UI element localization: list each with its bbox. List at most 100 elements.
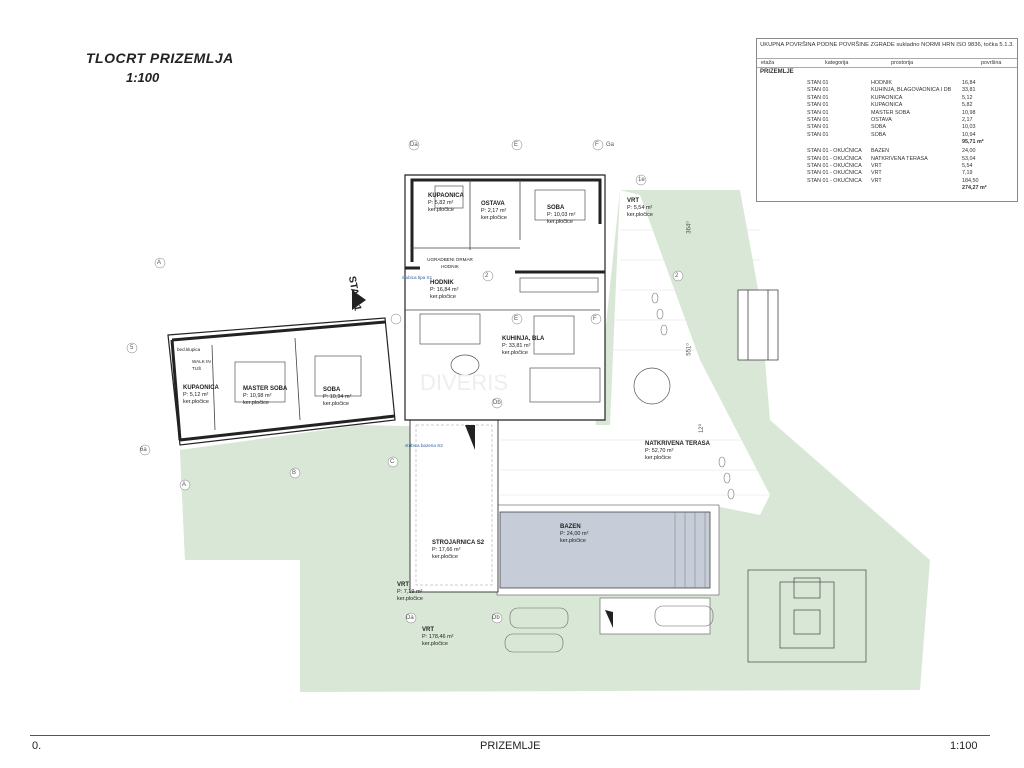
cell-kategorija: STAN 01 xyxy=(807,102,829,109)
cell-kategorija: STAN 01 - OKUĆNICA xyxy=(807,148,862,155)
watermark: DIVERIS xyxy=(420,370,508,395)
area-table-row: STAN 01 MASTER SOBA 10,98 xyxy=(757,110,1017,118)
inner-walls xyxy=(211,180,600,431)
area-subtotal: 95,71 m² xyxy=(962,139,984,146)
axis-label: A xyxy=(182,482,187,488)
cell-prostorija: VRT xyxy=(871,177,882,184)
area-total: 274,27 m² xyxy=(962,185,987,192)
cell-kategorija: STAN 01 xyxy=(807,80,829,86)
drawing-title: TLOCRT PRIZEMLJA xyxy=(86,50,234,66)
dimension: 364⁰ xyxy=(686,221,693,234)
walkin-label: WALK IN TUŠ xyxy=(192,359,211,371)
axis-label: E xyxy=(514,142,519,148)
cell-prostorija: SOBA xyxy=(871,131,886,138)
footer-center: PRIZEMLJE xyxy=(480,740,541,752)
pool xyxy=(499,511,711,589)
col-etaza: etaža xyxy=(761,60,775,66)
axis-label: Da xyxy=(410,142,418,148)
axis-label: B xyxy=(292,470,297,476)
bench-label: bed.klupica xyxy=(177,347,201,352)
wall-lines xyxy=(170,178,605,442)
cell-prostorija: KUPAONICA xyxy=(871,102,903,109)
cell-prostorija: VRT xyxy=(871,170,882,177)
cell-kategorija: STAN 01 - OKUĆNICA xyxy=(807,170,862,177)
cell-povrsina: 10,94 xyxy=(962,131,976,138)
cell-kategorija: STAN 01 - OKUĆNICA xyxy=(807,155,862,162)
pool-stair-label: stubica bazena S2 xyxy=(405,443,443,448)
axis-label: Da xyxy=(406,615,414,621)
cell-prostorija: HODNIK xyxy=(871,80,892,86)
axis-label: 2 xyxy=(675,273,679,279)
axis-label: Db xyxy=(492,615,500,621)
col-prostorija: prostorija xyxy=(891,60,914,66)
area-table-header: etaža kategorija prostorija površina xyxy=(757,58,1017,68)
cell-povrsina: 5,54 xyxy=(962,163,973,169)
cell-povrsina: 33,81 xyxy=(962,87,976,94)
axis-label: F xyxy=(595,142,599,148)
cell-povrsina: 5,12 xyxy=(962,94,973,101)
cell-prostorija: VRT xyxy=(871,163,882,169)
cell-povrsina: 7,19 xyxy=(962,170,973,177)
dimension: 12⁰ xyxy=(699,423,706,434)
cell-povrsina: 16,84 xyxy=(962,80,976,86)
area-table-row: STAN 01 HODNIK 16,84 xyxy=(757,80,1017,88)
cell-prostorija: MASTER SOBA xyxy=(871,109,910,116)
gazebo xyxy=(747,569,867,663)
floor-label: PRIZEMLJE xyxy=(760,69,794,75)
cell-prostorija: KUHINJA, BLAGOVAONICA I DB xyxy=(871,87,952,94)
axis-label: 2 xyxy=(485,273,489,279)
axis-label: 1e xyxy=(638,177,645,183)
grid-bubbles xyxy=(126,139,684,624)
footer-right: 1:100 xyxy=(950,740,978,752)
area-table-row: STAN 01 SOBA 10,03 xyxy=(757,124,1017,132)
cell-kategorija: STAN 01 - OKUĆNICA xyxy=(807,177,862,184)
cell-prostorija: SOBA xyxy=(871,124,886,131)
pool-steps xyxy=(674,512,706,588)
axis-label: 5 xyxy=(130,345,134,351)
cell-kategorija: STAN 01 xyxy=(807,124,829,131)
cell-kategorija: STAN 01 xyxy=(807,131,829,138)
garden-area-left xyxy=(180,426,360,560)
axis-label: 6a xyxy=(140,447,147,453)
cell-kategorija: STAN 01 xyxy=(807,94,829,101)
terrace-deck xyxy=(500,229,770,496)
col-kategorija: kategorija xyxy=(825,60,849,66)
cell-povrsina: 10,03 xyxy=(962,124,976,131)
area-table-row: STAN 01 - OKUĆNICA VRT 7,19 xyxy=(757,170,1017,178)
pergola-right xyxy=(737,289,779,361)
area-table: UKUPNA POVRŠINA PODNE POVRŠINE ZGRADE su… xyxy=(756,38,1018,202)
stair-label: stubica tipa S1 xyxy=(402,275,433,280)
area-table-row: STAN 01 - OKUĆNICA VRT 5,54 xyxy=(757,163,1017,171)
cell-povrsina: 24,00 xyxy=(962,148,976,155)
section-markers xyxy=(465,425,613,628)
cell-kategorija: STAN 01 xyxy=(807,109,829,116)
cars xyxy=(504,605,714,653)
cell-povrsina: 10,98 xyxy=(962,109,976,116)
axis-label: Ga xyxy=(606,142,615,148)
area-table-row: STAN 01 SOBA 10,94 xyxy=(757,132,1017,140)
cell-kategorija: STAN 01 - OKUĆNICA xyxy=(807,163,862,169)
axis-label: E xyxy=(514,316,519,322)
axis-label: Db xyxy=(493,400,501,406)
cell-povrsina: 2,17 xyxy=(962,117,973,123)
col-povrsina: površina xyxy=(981,60,1002,66)
cell-kategorija: STAN 01 xyxy=(807,117,829,123)
